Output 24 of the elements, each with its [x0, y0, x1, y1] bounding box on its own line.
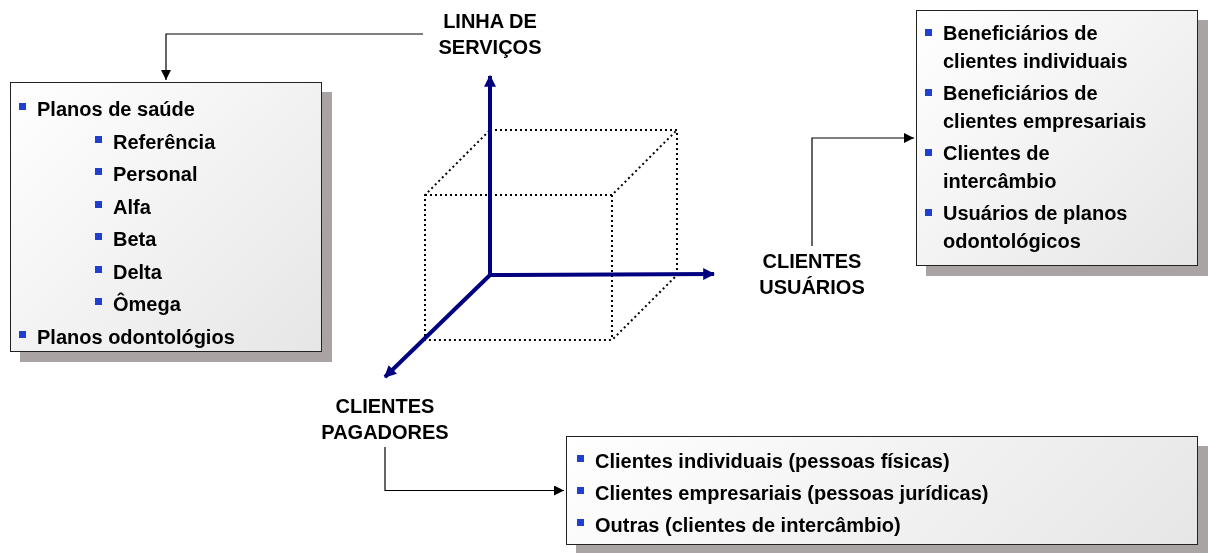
axis-arrow — [484, 74, 496, 275]
connector-arrow — [811, 133, 915, 247]
list-item: Planos de saúde — [37, 98, 195, 120]
list-item: Beneficiários de clientes empresariais — [943, 82, 1147, 132]
list-item: Beneficiários de clientes individuais — [943, 22, 1128, 72]
list-item: Clientes empresariais (pessoas jurídicas) — [595, 482, 989, 504]
list-item: Personal — [113, 163, 198, 185]
list-item: Delta — [113, 260, 162, 283]
axis-arrow — [490, 268, 716, 281]
list-item: Outras (clientes de intercâmbio) — [595, 514, 901, 536]
list-item: Beta — [113, 228, 157, 250]
axis-label: CLIENTES PAGADORES — [300, 393, 470, 445]
axis-arrow — [383, 273, 492, 379]
axis-label: CLIENTES USUÁRIOS — [730, 248, 894, 300]
connector-arrow — [161, 33, 424, 81]
list-item: Clientes individuais (pessoas físicas) — [595, 450, 950, 472]
list-item: Ômega — [113, 293, 181, 315]
list-item: Planos odontológios — [37, 325, 235, 348]
list-item: Referência — [113, 130, 216, 153]
connector-arrow — [384, 446, 565, 496]
list-item: Alfa — [113, 195, 151, 218]
axis-label: LINHA DE SERVIÇOS — [425, 8, 555, 60]
list-item: Usuários de planos odontológicos — [943, 202, 1128, 252]
list-item: Clientes de intercâmbio — [943, 142, 1057, 192]
